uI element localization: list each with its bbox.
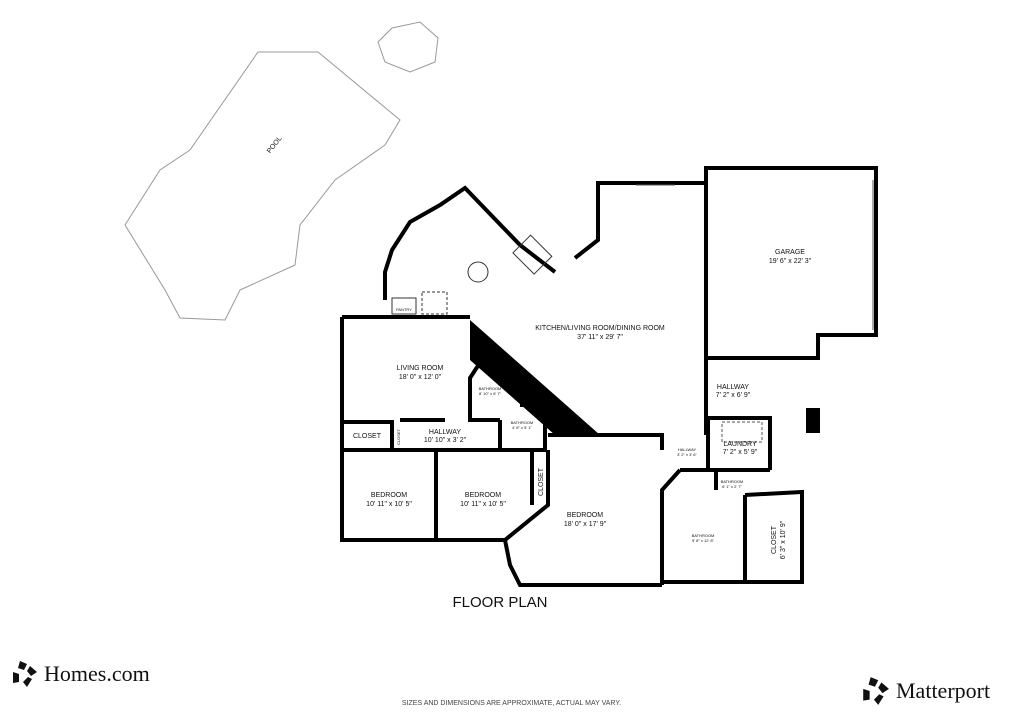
bathroom-2-label: BATHROOM <box>511 420 534 425</box>
bathroom-4-dims: 9' 8" x 12' 8" <box>692 538 715 543</box>
matterport-logo-text: Matterport <box>896 678 991 703</box>
pool-outline <box>124 51 401 321</box>
closet-3-dims: 6' 3" x 10' 9" <box>780 520 787 559</box>
main-walls <box>573 181 706 260</box>
closet-label: CLOSET <box>353 433 382 440</box>
master-bedroom-dims: 18' 0" x 17' 9" <box>564 521 607 528</box>
laundry-label: LAUNDRY <box>723 441 757 448</box>
plan-title: FLOOR PLAN <box>452 594 548 611</box>
bathroom-3-dims: 6' 1" x 2' 7" <box>722 484 742 489</box>
closet-2-label: CLOSET <box>538 467 545 496</box>
pantry-label: PANTRY <box>396 307 412 312</box>
hallway-2-dims: 7' 2" x 6' 9" <box>716 392 751 399</box>
matterport-logo-icon <box>863 677 889 705</box>
bedroom-2-dims: 10' 11" x 10' 5" <box>460 501 506 508</box>
kitchen-label: KITCHEN/LIVING ROOM/DINING ROOM <box>535 325 665 332</box>
closet-3-label: CLOSET <box>771 525 778 554</box>
hallway-3-dims: 3' 2" x 3' 6" <box>677 452 697 457</box>
bathroom-4-label: BATHROOM <box>692 533 715 538</box>
small-closet-label: CLOSET <box>396 428 401 445</box>
hallway-1-label: HALLWAY <box>429 429 461 436</box>
bedroom-2-label: BEDROOM <box>465 492 501 499</box>
spa-outline <box>377 21 439 73</box>
bathroom-3-label: BATHROOM <box>721 479 744 484</box>
chimney <box>470 320 600 435</box>
bathroom-1-label: BATHROOM <box>479 386 502 391</box>
garage-label: GARAGE <box>775 249 805 256</box>
disclaimer: SIZES AND DIMENSIONS ARE APPROXIMATE, AC… <box>401 700 622 707</box>
homes-logo-icon <box>13 661 37 687</box>
laundry-dims: 7' 2" x 5' 9" <box>723 449 758 456</box>
matterport-logo: Matterport <box>860 676 990 706</box>
bathroom-2-dims: 4' 8" x 5' 1" <box>512 425 532 430</box>
hallway-1-dims: 10' 10" x 3' 2" <box>424 437 467 444</box>
kitchen-dims: 37' 11" x 29' 7" <box>577 334 623 341</box>
bathroom-1-dims: 8' 10" x 6' 7" <box>479 391 502 396</box>
bedroom-1-dims: 10' 11" x 10' 5" <box>366 501 412 508</box>
homes-logo-text: Homes.com <box>44 661 150 686</box>
garage-dims: 19' 6" x 22' 3" <box>769 258 812 265</box>
master-bedroom-label: BEDROOM <box>567 512 603 519</box>
living-room-label: LIVING ROOM <box>397 365 444 372</box>
hallway-3-label: HALLWAY <box>678 447 697 452</box>
bedroom-1-label: BEDROOM <box>371 492 407 499</box>
living-room-dims: 18' 0" x 12' 0" <box>399 374 442 381</box>
homes-logo: Homes.com <box>10 660 150 688</box>
pool-label: POOL <box>266 135 284 155</box>
hallway-2-label: HALLWAY <box>717 384 749 391</box>
